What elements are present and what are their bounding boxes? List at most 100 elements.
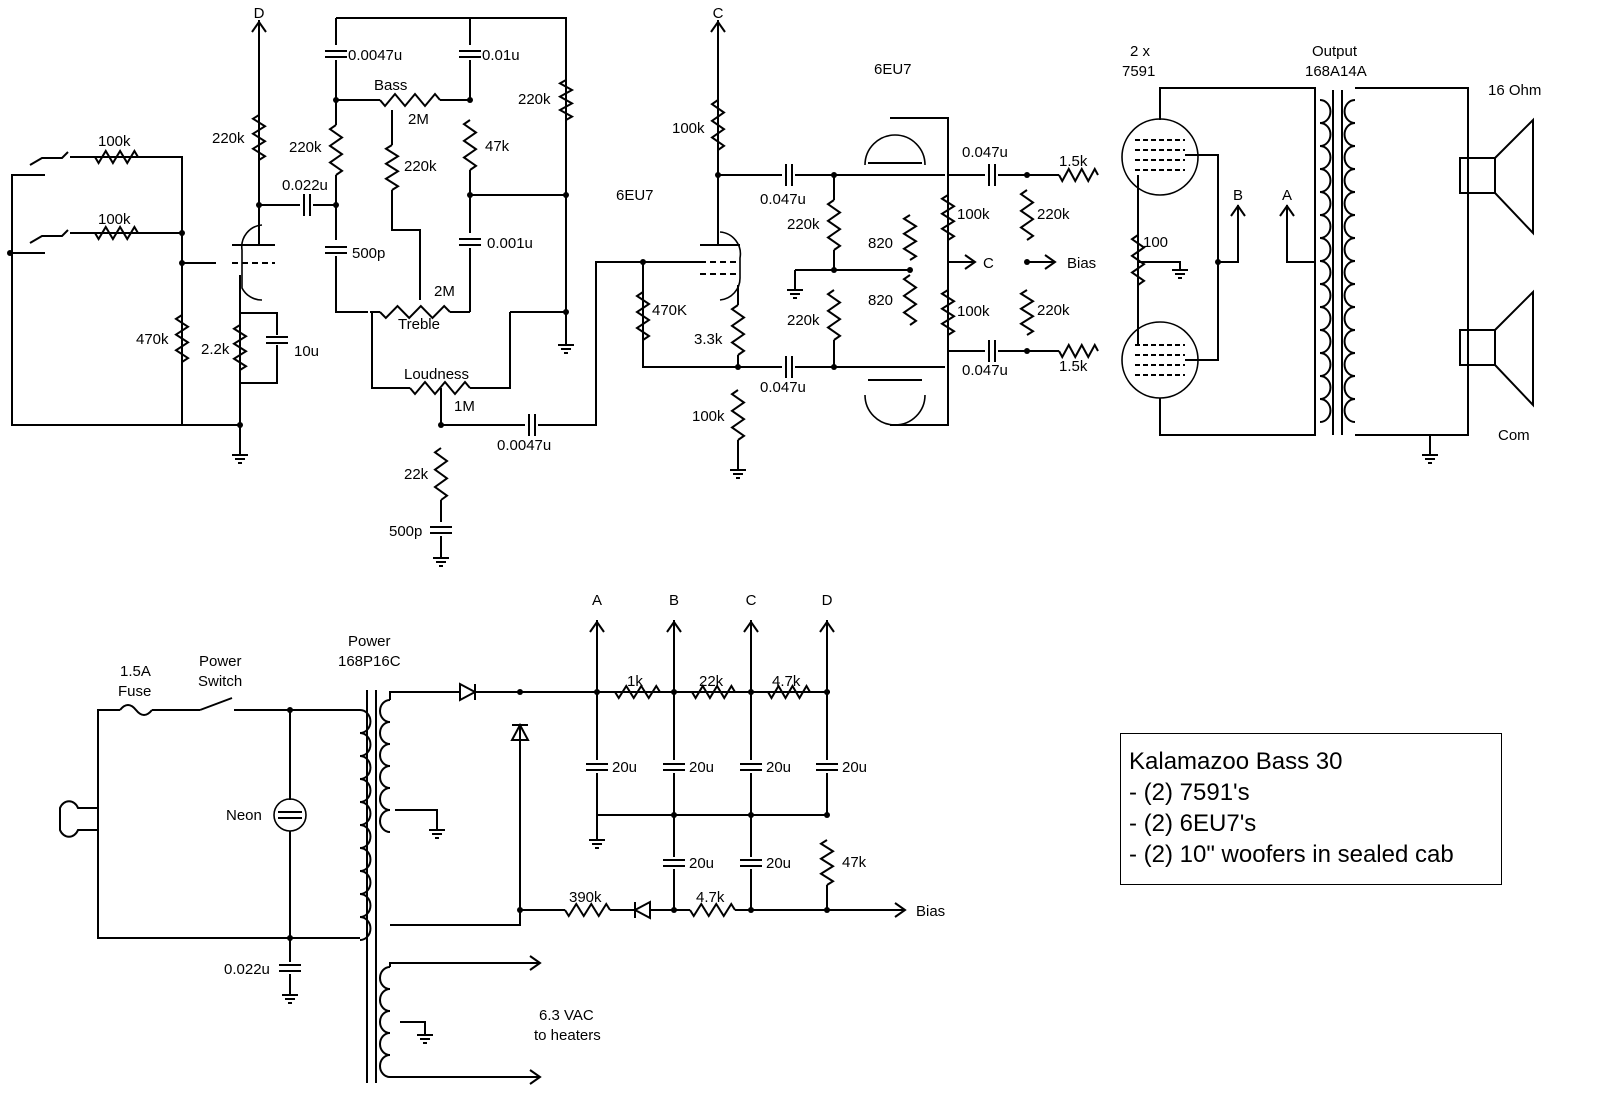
val-cath-r1: 2.2k [201, 341, 230, 358]
resistor [379, 92, 441, 108]
resistor [1019, 189, 1035, 241]
val-ts-r1: 220k [289, 139, 322, 156]
junction-dot [748, 812, 754, 818]
val-pi-c2: 0.047u [760, 379, 806, 396]
junction-dot [1215, 259, 1221, 265]
junction-dot [467, 192, 473, 198]
ot-winding [1343, 306, 1356, 331]
val-in-r2: 100k [98, 211, 131, 228]
arrow-icon [1279, 204, 1295, 217]
resistor [462, 119, 478, 171]
node-d-top: D [254, 5, 265, 22]
ot-winding [1343, 214, 1356, 239]
node-b-ps: B [669, 592, 679, 609]
val-loud-r: 22k [404, 466, 429, 483]
val-ts-c1: 0.0047u [348, 47, 402, 64]
ot-winding [1319, 260, 1332, 285]
val-pi-r1: 220k [787, 216, 820, 233]
wire [389, 691, 460, 700]
bias-label-ps: Bias [916, 903, 945, 920]
ot-winding [1343, 329, 1356, 354]
resistor [433, 447, 449, 501]
junction-dot [715, 172, 721, 178]
wire [1355, 87, 1469, 436]
wire [389, 962, 540, 967]
bias-label-amp: Bias [1067, 255, 1096, 272]
pt-primary [359, 916, 372, 941]
junction-dot [671, 907, 677, 913]
wire [182, 424, 241, 455]
tube-type: 7591 [1122, 63, 1155, 80]
arrow-icon [589, 620, 605, 633]
junction-dot [256, 202, 262, 208]
junction-dot [467, 97, 473, 103]
val-pi-plate: 100k [672, 120, 705, 137]
diode-icon [510, 722, 530, 741]
junction-dot [563, 192, 569, 198]
resistor [557, 79, 575, 121]
pt-secondary [379, 699, 391, 723]
arrow-icon [529, 955, 542, 971]
resistor [1130, 234, 1146, 286]
val-ts-c2: 0.01u [482, 47, 520, 64]
pt-heater [379, 1054, 391, 1078]
val-ps-r4: 47k [842, 854, 867, 871]
ot-winding [1343, 145, 1356, 170]
junction-dot [1024, 259, 1030, 265]
junction-dot [287, 707, 293, 713]
plug-icon [59, 800, 99, 838]
pt-secondary [379, 765, 391, 789]
resistor [826, 289, 842, 341]
pt-secondary [379, 787, 391, 811]
wire [97, 830, 360, 939]
junction-dot [831, 364, 837, 370]
pt-primary [359, 847, 372, 872]
treble-value: 2M [434, 283, 455, 300]
heater-line-1: 6.3 VAC [539, 1007, 594, 1024]
resistor [691, 684, 736, 700]
arrow-icon [894, 902, 907, 918]
resistor [174, 314, 190, 363]
pt-primary [359, 732, 372, 757]
arrow-icon [964, 254, 977, 270]
input-jack-icon [29, 151, 69, 166]
wire [890, 117, 949, 426]
junction-dot [179, 230, 185, 236]
resistor [1058, 166, 1099, 184]
junction-dot [831, 267, 837, 273]
switch-label-1: Power [199, 653, 242, 670]
pt-primary [359, 870, 372, 895]
ot-winding [1319, 145, 1332, 170]
junction-dot [7, 250, 13, 256]
bass-value: 2M [408, 111, 429, 128]
pt-primary [359, 893, 372, 918]
val-pi-r3: 820 [868, 235, 893, 252]
resistor [564, 902, 611, 918]
speaker-icon [1459, 329, 1496, 366]
junction-dot [831, 172, 837, 178]
wire [538, 261, 700, 426]
pt-secondary [379, 743, 391, 767]
ot-winding [1343, 99, 1356, 124]
fuse-icon [119, 704, 153, 716]
arrow-icon [529, 1069, 542, 1085]
ot-winding [1319, 398, 1332, 423]
junction-dot [748, 907, 754, 913]
junction-dot [735, 364, 741, 370]
pt-heater [379, 1010, 391, 1034]
labels: D C A B C D B A C 6EU7 6EU7 2 x 7591 Out… [98, 5, 1541, 1044]
val-pi-r4: 820 [868, 292, 893, 309]
ot-winding [1343, 375, 1356, 400]
ot-model: 168A14A [1305, 63, 1367, 80]
tube-6eu7-pi [719, 231, 742, 301]
wire [642, 262, 738, 368]
resistor [1058, 342, 1099, 360]
resistor [614, 684, 661, 700]
val-grid-r: 470k [136, 331, 169, 348]
junction-dot [287, 935, 293, 941]
fuse-rating: 1.5A [120, 663, 151, 680]
resistor [730, 389, 746, 441]
arrow-icon [251, 20, 267, 33]
resistor [940, 289, 956, 336]
